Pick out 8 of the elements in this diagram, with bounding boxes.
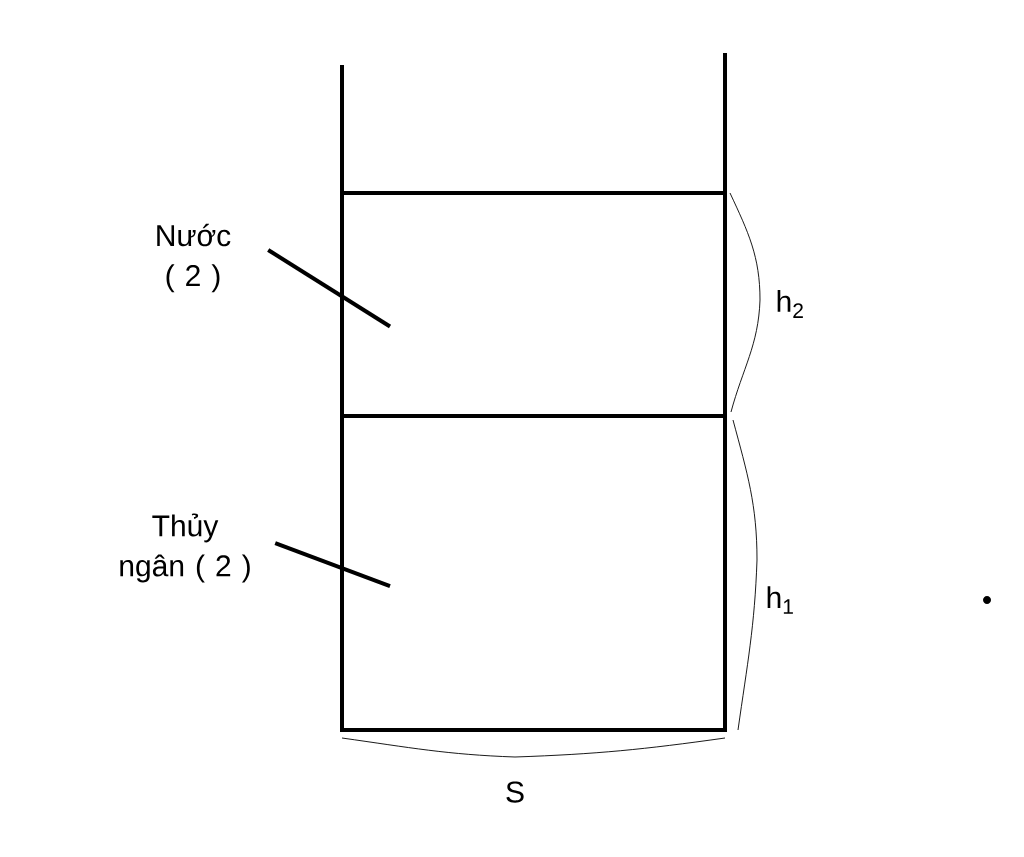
callout-label: Nước ( 2 ): [157, 223, 231, 293]
dimension-label: h$_{1}$: [767, 586, 793, 614]
leader-line: [267, 248, 392, 329]
leader-line: [274, 541, 391, 588]
dimension-label: h$_{2}$: [777, 290, 803, 318]
liquid-layer: [340, 414, 727, 732]
dimension-label: S: [506, 781, 524, 803]
callout-label: Thủy ngân ( 2 ): [120, 513, 250, 583]
